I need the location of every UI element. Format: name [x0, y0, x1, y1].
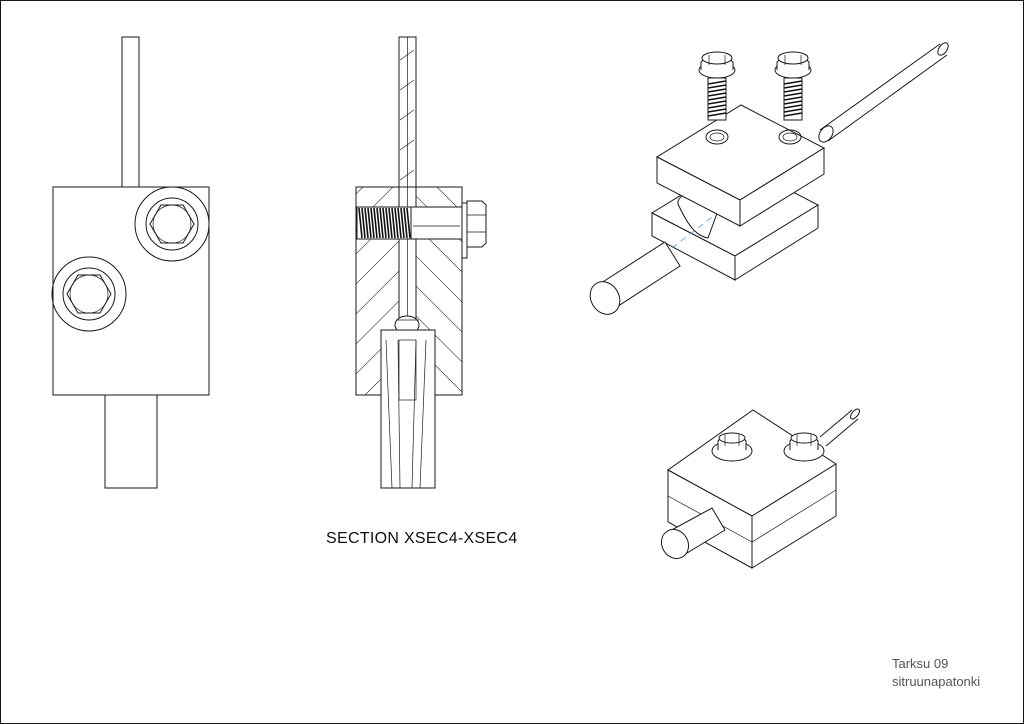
front-block: [52, 186, 210, 396]
front-view: [51, 36, 210, 489]
exploded-cylinder: [589, 241, 681, 315]
title-block-line2: sitruunapatonki: [892, 674, 981, 689]
front-bolt-upper: [134, 186, 210, 262]
isometric-exploded-view: [589, 42, 949, 315]
title-block-line1: Tarksu 09: [892, 656, 949, 671]
front-bolt-lower: [51, 256, 127, 332]
exploded-bolt-right: [774, 51, 812, 121]
assembled-rod: [819, 408, 860, 447]
front-rod: [121, 36, 140, 188]
section-view: [355, 36, 487, 489]
front-pin: [104, 394, 158, 489]
isometric-assembled-view: [660, 408, 860, 569]
title-block: Tarksu 09 sitruunapatonki: [892, 655, 980, 691]
section-washer: [461, 202, 468, 259]
exploded-upper-block: [655, 104, 826, 227]
exploded-rod: [818, 42, 949, 143]
section-label: SECTION XSEC4-XSEC4: [326, 530, 518, 547]
assembled-bolt-right: [783, 432, 825, 462]
exploded-hidden-axis: [671, 213, 717, 249]
assembled-cylinder: [660, 507, 726, 560]
assembled-bolt-left: [711, 432, 753, 462]
section-thread: [356, 206, 463, 240]
section-lower-pin: [380, 329, 436, 489]
section-bolt-head: [466, 200, 487, 248]
exploded-bolt-left: [698, 51, 736, 121]
